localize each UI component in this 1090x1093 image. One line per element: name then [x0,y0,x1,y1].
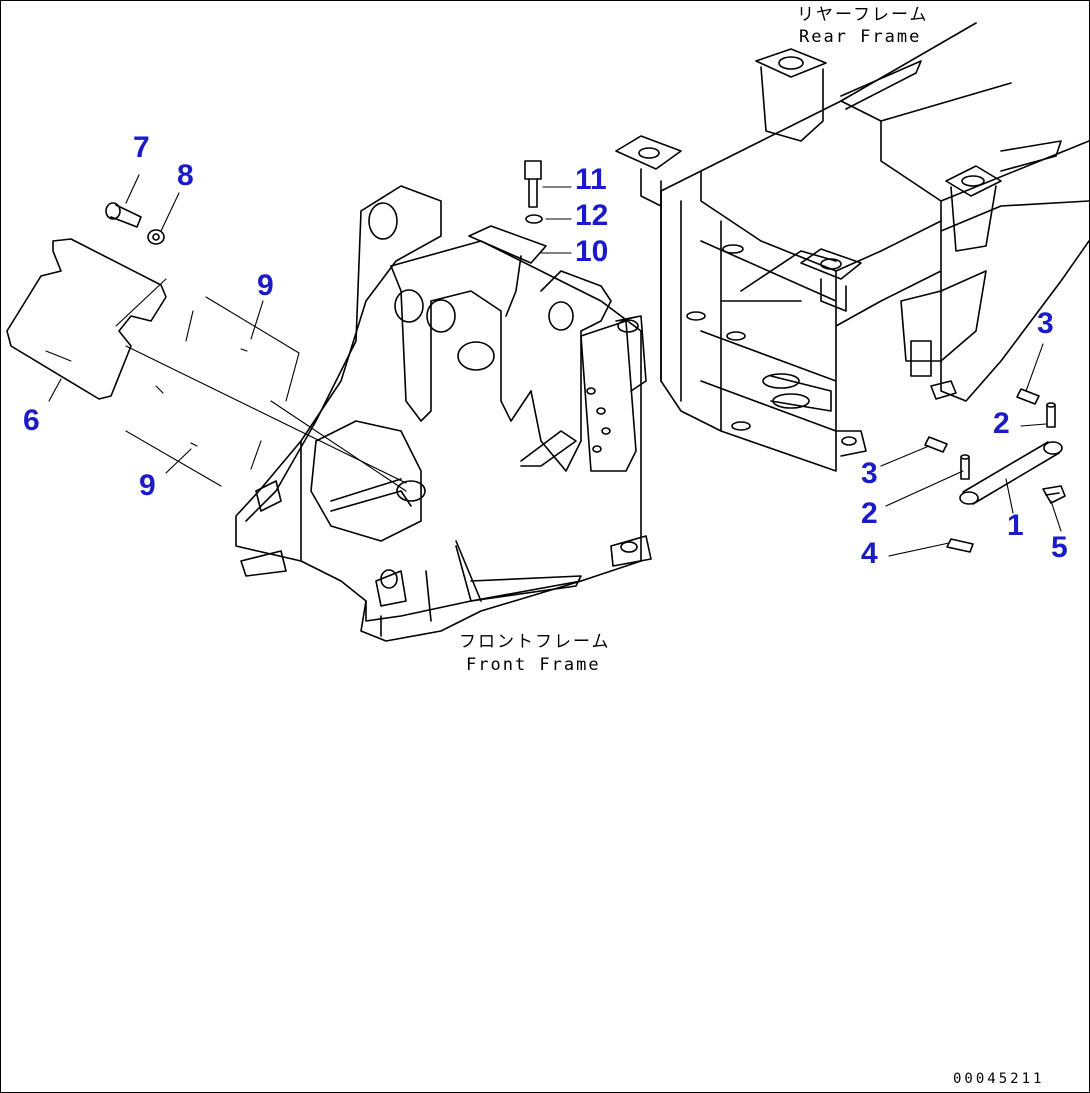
callout-1: 1 [1007,509,1024,542]
clip-5-drawing [1042,485,1066,504]
rear-frame-caption-en: Rear Frame [799,27,922,47]
pin-2-lower-drawing [960,454,970,480]
callout-5: 5 [1051,531,1068,564]
link-1-drawing [959,441,1063,505]
sheet-9-upper-drawing [185,296,300,402]
callout-8: 8 [177,159,194,192]
callout-7: 7 [133,131,150,164]
front-frame-caption-en: Front Frame [466,655,601,675]
washer-8-drawing [147,229,165,245]
sheet-9-lower-drawing [125,385,262,487]
front-frame-drawing [235,185,652,642]
washer-12-drawing [525,214,543,224]
callout-2-lower: 2 [861,497,878,530]
leader-lines [48,174,1062,557]
drawing-code: 00045211 [953,1071,1045,1087]
callout-9-lower: 9 [139,469,156,502]
callout-6: 6 [23,404,40,437]
callout-4: 4 [861,537,878,570]
rear-frame-caption-jp: リヤーフレーム [797,5,929,25]
plate-10-drawing [468,225,547,317]
callout-10: 10 [575,235,609,268]
front-frame-caption-jp: フロントフレーム [459,632,611,652]
pin-2-upper-drawing [1046,402,1056,428]
rear-frame-drawing [615,22,1089,472]
callout-3-lower: 3 [861,457,878,490]
keeper-3-upper-drawing [1016,388,1040,405]
keeper-3-lower-drawing [924,436,948,453]
callout-11: 11 [575,163,607,196]
callout-2-upper: 2 [993,407,1010,440]
cover-plate-6-drawing [6,238,167,400]
keeper-4-drawing [946,538,974,553]
bolt-11-drawing [524,160,542,208]
callout-9-upper: 9 [257,269,274,302]
callout-3-upper: 3 [1037,307,1054,340]
callout-12: 12 [575,199,609,232]
bolt-7-drawing [105,202,142,228]
